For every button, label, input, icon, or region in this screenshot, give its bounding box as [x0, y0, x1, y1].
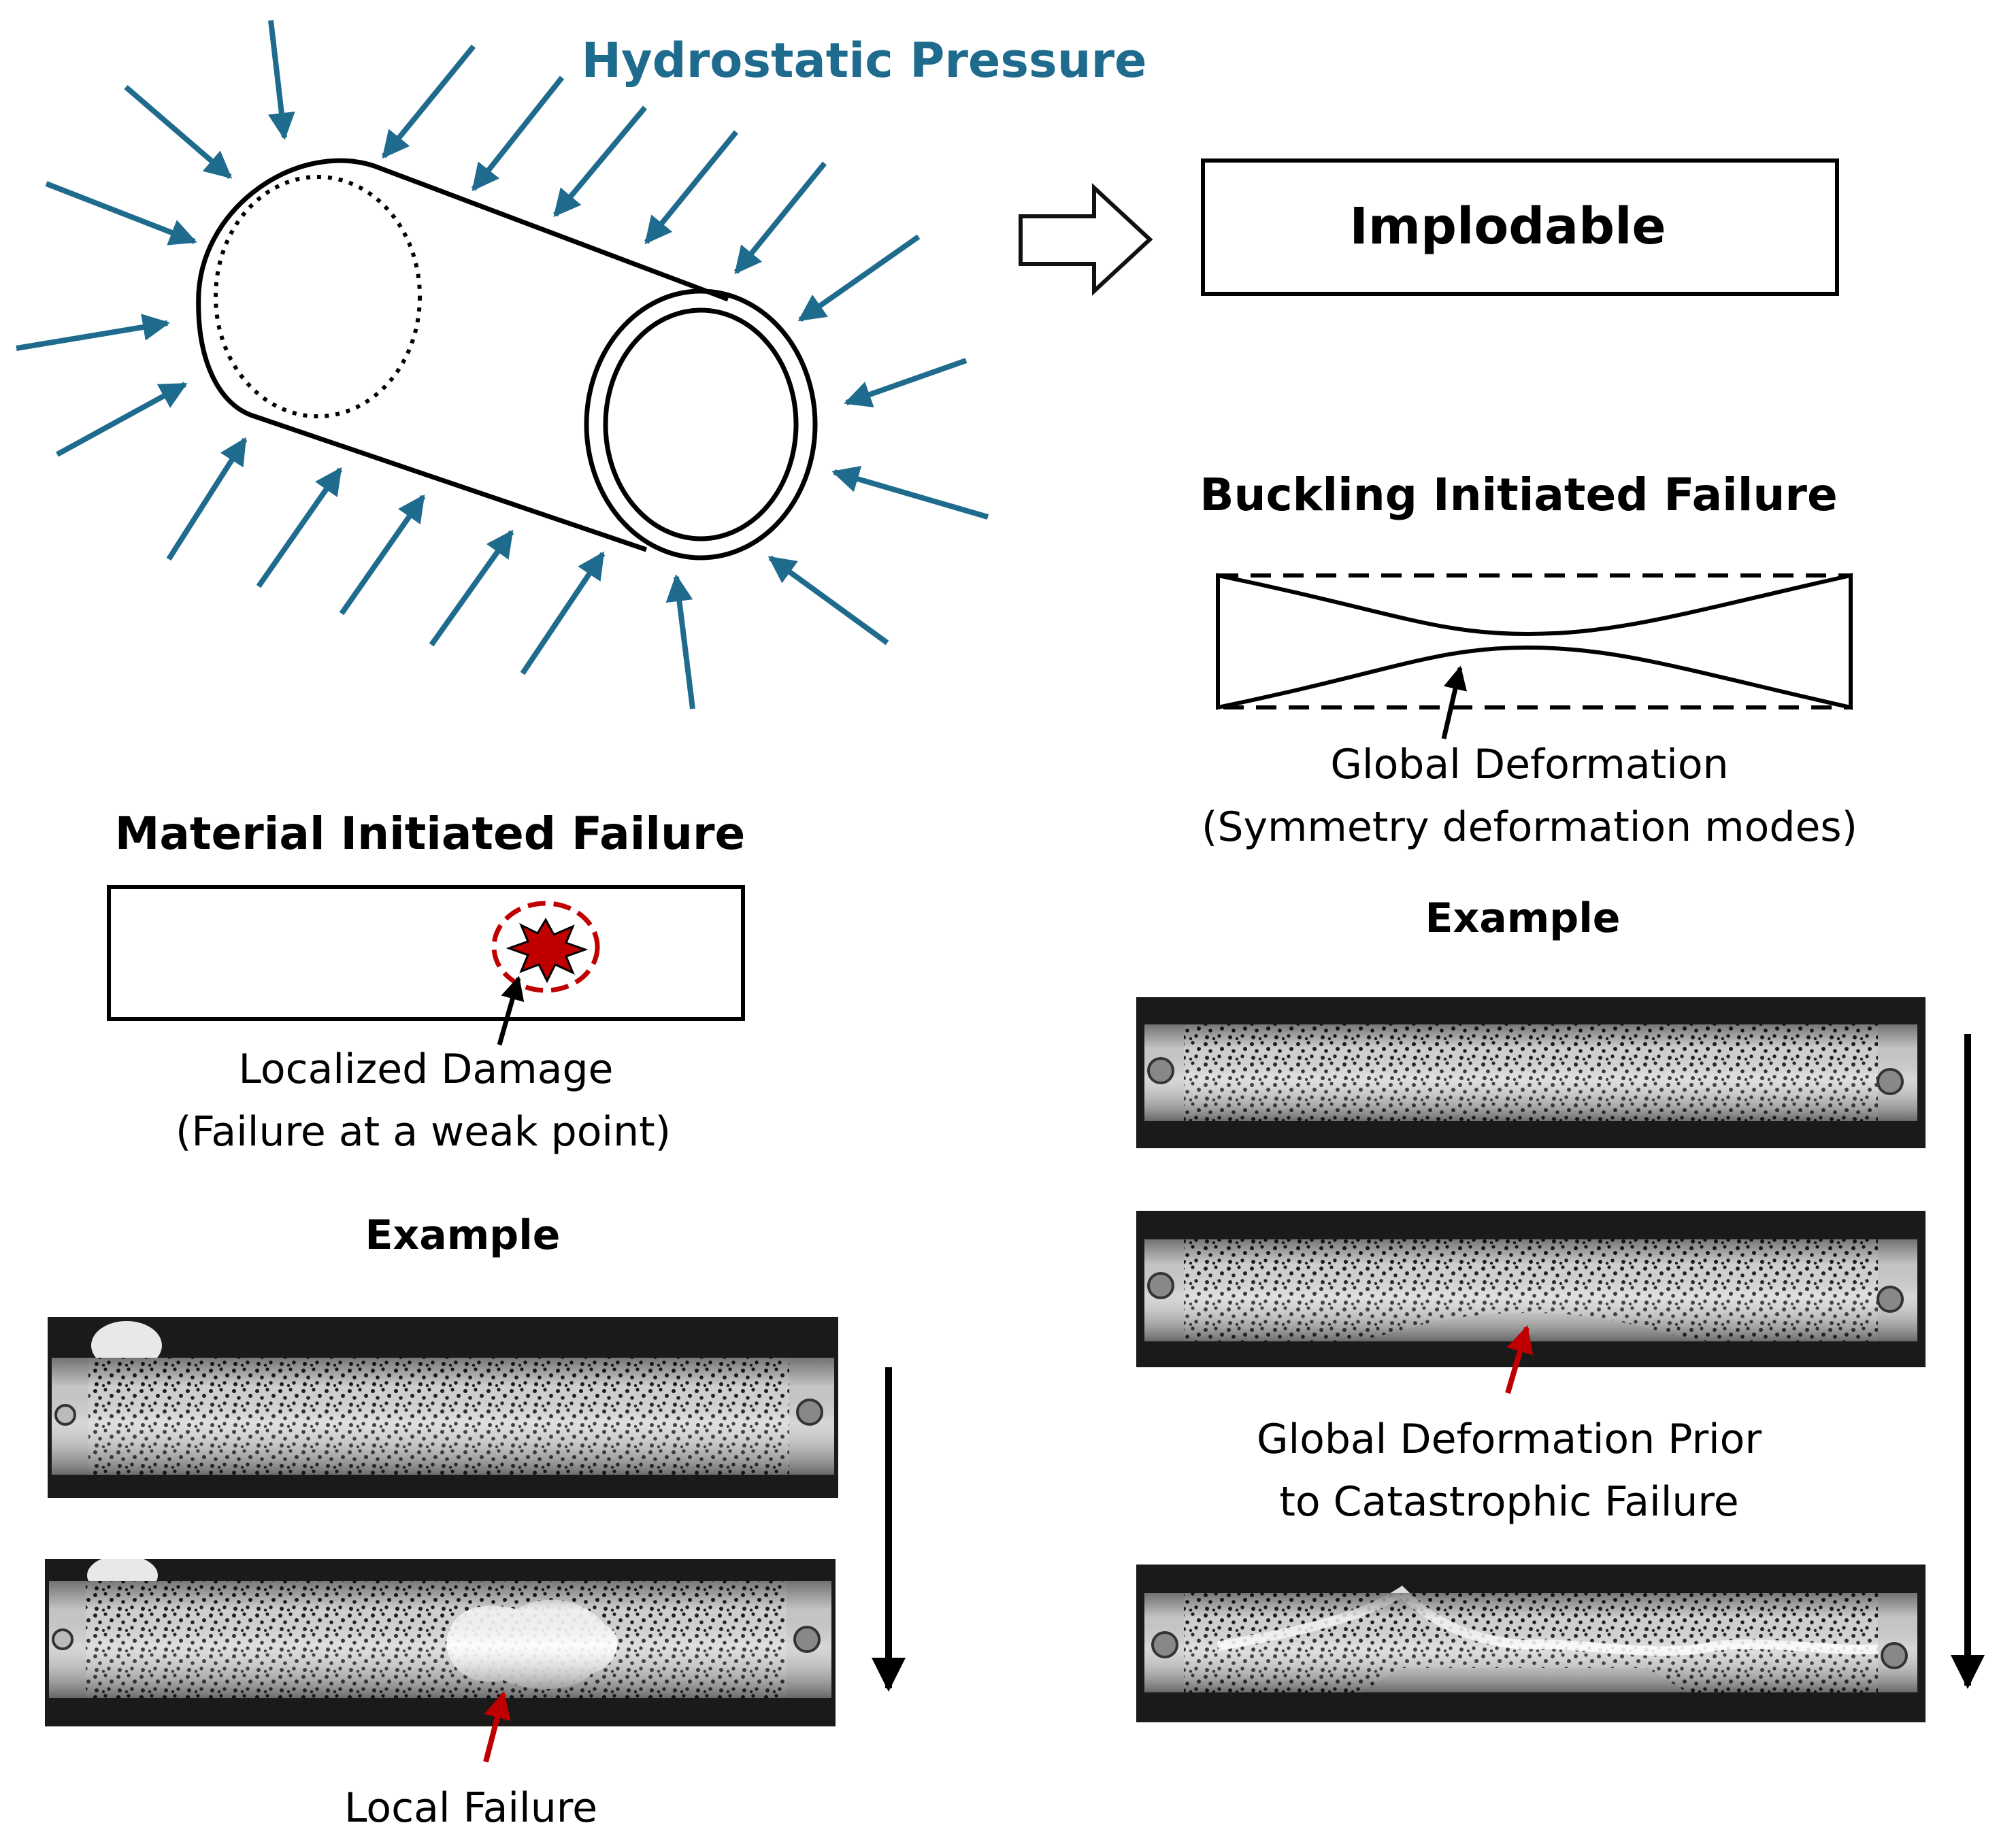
buckling-annotation-line1: Global Deformation Prior: [1257, 1416, 1762, 1463]
cylinder-front-end-outer: [584, 288, 818, 561]
global-deformation-prior-arrow: [1505, 1325, 1534, 1394]
pressure-arrow: [767, 555, 889, 646]
pressure-arrow: [831, 465, 989, 520]
end-cap-bolt: [1877, 1068, 1904, 1095]
end-cap-bolt: [1877, 1286, 1904, 1313]
pressure-arrow: [520, 551, 606, 675]
buckling-example-label: Example: [1425, 894, 1621, 942]
end-cap-bolt: [1881, 1642, 1908, 1669]
buckling-photo-2: [1136, 1211, 1926, 1367]
end-cap-bolt: [1147, 1057, 1174, 1084]
pressure-arrow: [381, 44, 476, 159]
right-arrow-icon: [1019, 183, 1153, 296]
end-cap-bolt: [1147, 1272, 1174, 1299]
buckling-photo-1: [1136, 997, 1926, 1148]
cylinder-back-end-hidden: [214, 175, 422, 418]
implodable-box: [1201, 158, 1839, 296]
end-cap-bolt: [1151, 1631, 1178, 1658]
material-caption-line1: Localized Damage: [239, 1046, 614, 1093]
pressure-arrow: [797, 234, 921, 322]
localized-damage-pointer: [497, 975, 525, 1046]
pressure-arrow: [339, 494, 426, 616]
pressure-arrow: [733, 161, 827, 275]
material-schematic-box: [107, 885, 745, 1021]
pressure-arrow: [644, 130, 739, 245]
material-example-label: Example: [365, 1211, 561, 1259]
buckling-heading: Buckling Initiated Failure: [1200, 469, 1837, 521]
pressure-arrow: [471, 76, 565, 192]
pressure-arrows: [16, 20, 989, 709]
damage-zone-outline: [491, 901, 600, 993]
pressure-arrow: [56, 382, 188, 457]
pressure-arrow: [256, 467, 343, 588]
pressure-arrow: [429, 529, 514, 647]
deformed-shape: [1216, 573, 1853, 710]
pressure-arrow: [45, 181, 197, 246]
end-cap-bolt: [52, 1628, 73, 1650]
pressure-arrow: [665, 574, 695, 709]
buckling-annotation-line2: to Catastrophic Failure: [1279, 1478, 1738, 1526]
end-cap-bolt: [54, 1404, 76, 1426]
implodable-label: Implodable: [1349, 197, 1666, 256]
material-heading: Material Initiated Failure: [115, 807, 746, 860]
pressure-arrow: [124, 84, 233, 180]
end-cap-bolt: [793, 1626, 821, 1653]
pressure-arrow: [552, 105, 648, 218]
end-cap-bolt: [796, 1399, 823, 1426]
material-photo-1: [48, 1317, 838, 1498]
cylinder-front-end-inner: [603, 307, 799, 541]
cylinder-body-outline: [196, 158, 729, 552]
pressure-arrow: [16, 314, 170, 351]
material-annotation: Local Failure: [344, 1784, 597, 1832]
pressure-arrow: [844, 358, 968, 407]
buckling-schematic: [1216, 573, 1853, 710]
local-failure-arrow: [483, 1691, 511, 1763]
cylinder-illustration: [196, 158, 818, 561]
material-photo-2: [45, 1555, 836, 1726]
global-deformation-pointer: [1441, 665, 1467, 739]
material-caption-line2: (Failure at a weak point): [176, 1108, 671, 1156]
buckling-caption-line2: (Symmetry deformation modes): [1202, 803, 1857, 851]
pressure-arrow: [166, 437, 248, 561]
buckling-caption-line1: Global Deformation: [1330, 741, 1728, 788]
buckling-photo-3: [1136, 1565, 1926, 1722]
damage-burst-icon: [506, 917, 589, 984]
hydrostatic-pressure-title: Hydrostatic Pressure: [581, 33, 1146, 88]
pressure-arrow: [267, 20, 295, 140]
